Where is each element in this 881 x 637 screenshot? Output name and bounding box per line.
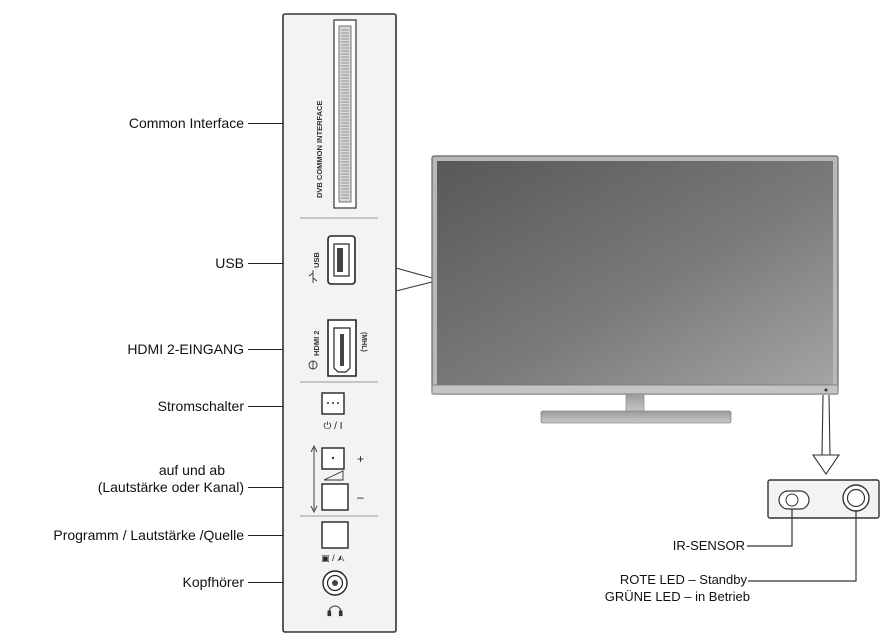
hdmi-input-icon	[308, 360, 318, 370]
leader-up-down	[248, 487, 283, 488]
label-program-volume-source: Programm / Lautstärke /Quelle	[53, 527, 244, 543]
label-up-down-line1: auf und ab	[158, 462, 225, 478]
leader-program-volume-source	[248, 535, 283, 536]
leader-hdmi2	[248, 349, 283, 350]
panel-to-tv-callout	[395, 267, 433, 292]
label-hdmi2: HDMI 2-EINGANG	[127, 341, 244, 357]
led-indicator-inner	[846, 488, 866, 508]
usb-trident-icon	[308, 270, 318, 283]
headphones-icon	[327, 605, 343, 617]
label-common-interface: Common Interface	[128, 115, 244, 131]
up-down-bracket	[310, 444, 318, 514]
label-red-led: ROTE LED – Standby	[619, 572, 747, 587]
source-symbol-text: ▣ / ⮙	[321, 553, 345, 563]
zoom-arrow	[811, 394, 841, 475]
ir-sensor-module	[767, 479, 880, 519]
label-up-down-line2: (Lautstärke oder Kanal)	[97, 479, 244, 495]
leader-common-interface	[248, 123, 283, 124]
tv-bottom-bezel	[431, 384, 839, 395]
hdmi-arc-text: (MHL)	[360, 332, 367, 352]
label-headphones: Kopfhörer	[182, 574, 244, 590]
tv-stand-neck	[625, 393, 645, 413]
leader-headphones	[248, 582, 283, 583]
volume-ramp-icon	[323, 470, 344, 481]
hdmi-port-text: HDMI 2	[312, 331, 321, 356]
program-volume-source-button[interactable]	[321, 521, 349, 549]
volume-up-button[interactable]	[321, 447, 345, 470]
ir-sensor-lens-icon	[785, 493, 799, 507]
tv-screen	[437, 161, 833, 385]
ci-slot-text: DVB COMMON INTERFACE	[315, 101, 324, 199]
label-ir-sensor: IR-SENSOR	[672, 538, 745, 553]
headphone-jack[interactable]	[322, 570, 348, 596]
tv-indicator-dot	[824, 388, 828, 392]
label-green-led: GRÜNE LED – in Betrieb	[604, 589, 750, 604]
label-usb: USB	[215, 255, 244, 271]
power-switch[interactable]	[321, 392, 345, 415]
volume-plus-text: +	[357, 452, 364, 466]
power-symbol-text: ⏻ / I	[323, 421, 342, 432]
tv-set	[431, 155, 839, 424]
hdmi-port[interactable]	[327, 319, 357, 377]
volume-minus-text: –	[357, 490, 364, 504]
label-power-switch: Stromschalter	[157, 398, 244, 414]
volume-down-button[interactable]	[321, 483, 349, 511]
sensor-leaders	[747, 509, 857, 582]
leader-power-switch	[248, 406, 283, 407]
usb-port-text: USB	[312, 252, 321, 268]
leader-usb	[248, 263, 283, 264]
tv-stand-base	[540, 410, 732, 424]
usb-port[interactable]	[327, 235, 356, 285]
ci-slot	[333, 19, 357, 209]
